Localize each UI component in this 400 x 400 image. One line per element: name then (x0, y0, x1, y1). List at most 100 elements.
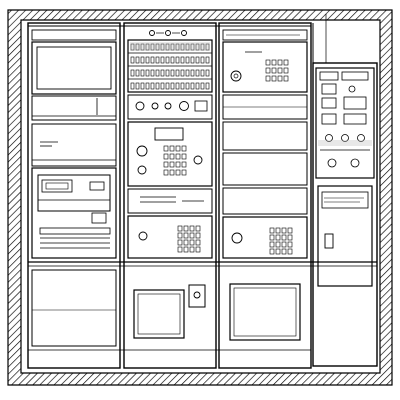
keypad-button (287, 227, 293, 234)
patch-jack (180, 56, 185, 64)
keypad-button (271, 67, 277, 74)
patch-jack (195, 56, 200, 64)
patch-jack (205, 82, 210, 90)
patch-jack (140, 43, 145, 51)
keypad-button (269, 241, 275, 248)
patch-jack (160, 69, 165, 77)
rack-2-keypad-panel (127, 121, 213, 187)
patch-jack (185, 69, 190, 77)
rack-3-blank-panel (222, 94, 308, 215)
rack-2-indicator-row (149, 30, 187, 36)
patch-jack (200, 82, 205, 90)
keypad-button (163, 161, 169, 168)
patch-jack (170, 56, 175, 64)
keypad-button (177, 225, 183, 232)
keypad-button (269, 234, 275, 241)
patch-jack (190, 43, 195, 51)
patch-jack (160, 56, 165, 64)
keypad-b (177, 225, 201, 253)
patch-jack (140, 69, 145, 77)
keypad-button (183, 232, 189, 239)
patch-jack (165, 43, 170, 51)
patch-jack (160, 43, 165, 51)
keypad-button (181, 161, 187, 168)
patch-jack (145, 82, 150, 90)
keypad-button (281, 234, 287, 241)
rack-outlines (27, 22, 378, 369)
patch-jack (195, 43, 200, 51)
patch-jack (155, 82, 160, 90)
keypad-button (195, 225, 201, 232)
patch-jack (185, 43, 190, 51)
keypad-button (183, 225, 189, 232)
patch-jack (205, 69, 210, 77)
patch-jack (155, 56, 160, 64)
keypad-button (195, 232, 201, 239)
patch-jack (165, 82, 170, 90)
patch-jack (170, 69, 175, 77)
keypad-button (277, 59, 283, 66)
keypad-button (177, 246, 183, 253)
patch-jacks (130, 43, 210, 90)
patch-jack (175, 82, 180, 90)
patch-jack (140, 56, 145, 64)
keypad-button (181, 169, 187, 176)
patch-jack (150, 43, 155, 51)
rack-3-header-strip (222, 29, 308, 41)
keypad-button (169, 153, 175, 160)
keypad-button (265, 59, 271, 66)
rack-1 (31, 29, 117, 347)
keypad-button (275, 241, 281, 248)
patch-jack (200, 69, 205, 77)
keypad-button (175, 161, 181, 168)
keypad-button (287, 248, 293, 255)
patch-jack (195, 69, 200, 77)
patch-jack (145, 43, 150, 51)
keypad-button (265, 75, 271, 82)
keypad-button (169, 145, 175, 152)
rack-4 (312, 14, 375, 287)
keypad-c (265, 59, 289, 82)
patch-jack (190, 82, 195, 90)
rack-3-control-panel (222, 41, 308, 93)
patch-jack (205, 43, 210, 51)
keypad-button (283, 59, 289, 66)
keypad-button (287, 241, 293, 248)
patch-jack (195, 82, 200, 90)
keypad-button (177, 239, 183, 246)
keypad-button (287, 234, 293, 241)
patch-jack (185, 82, 190, 90)
keypad-button (275, 234, 281, 241)
rack-2-drawer-unit (127, 188, 213, 259)
keypad-button (175, 169, 181, 176)
patch-jack (135, 56, 140, 64)
rack-2-storage-drawer (133, 284, 206, 339)
rack-3 (222, 29, 308, 341)
rack-2-control-panel (127, 94, 213, 120)
keypad-button (169, 169, 175, 176)
patch-jack (165, 69, 170, 77)
patch-jack (150, 82, 155, 90)
patch-jack (155, 69, 160, 77)
patch-jack (170, 43, 175, 51)
patch-jack (185, 56, 190, 64)
keypad-d (269, 227, 293, 255)
keypad-button (175, 153, 181, 160)
patch-jack (135, 43, 140, 51)
keypad-button (181, 145, 187, 152)
keypad-button (175, 145, 181, 152)
rack-1-printer-unit (31, 167, 117, 259)
rack-1-blank-panel (31, 29, 117, 41)
patch-jack (200, 43, 205, 51)
patch-jack (180, 43, 185, 51)
keypad-button (277, 75, 283, 82)
patch-jack (175, 69, 180, 77)
patch-jack (190, 56, 195, 64)
keypad-button (275, 227, 281, 234)
patch-jack (200, 56, 205, 64)
patch-jack (180, 69, 185, 77)
patch-jack (145, 56, 150, 64)
patch-jack (150, 69, 155, 77)
keypad-button (189, 246, 195, 253)
